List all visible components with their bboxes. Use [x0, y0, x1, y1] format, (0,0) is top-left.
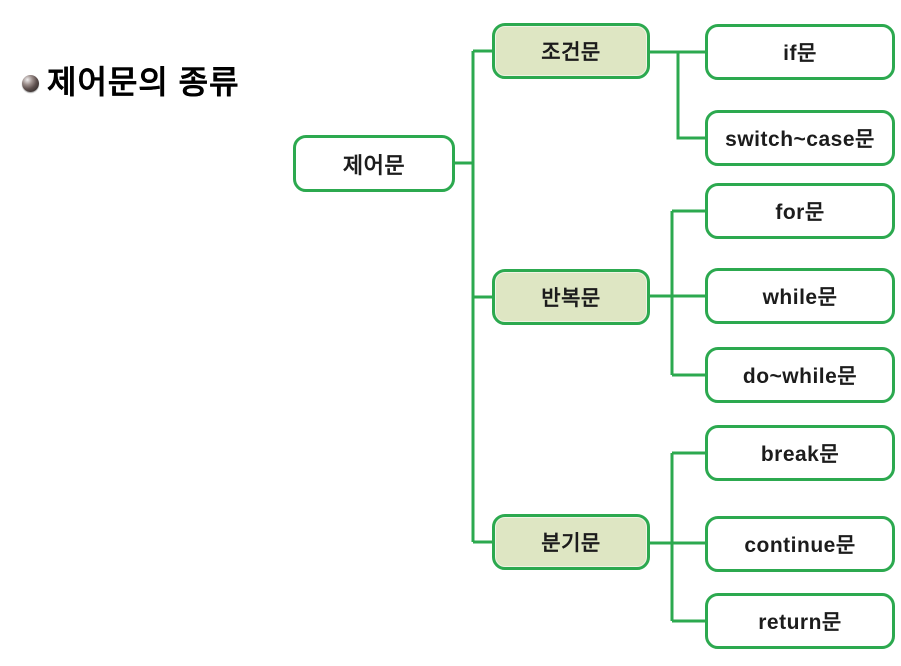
node-label: break문	[760, 443, 840, 466]
node-label: for문	[775, 201, 825, 224]
sphere-bullet-icon	[22, 75, 39, 92]
page-title-block: 제어문의 종류	[22, 64, 240, 101]
node-control-statement: 제어문	[293, 135, 455, 192]
connector-root-to-branches	[455, 49, 492, 544]
node-while: while문	[705, 268, 895, 324]
node-label: 조건문	[541, 41, 601, 64]
connector-conditional-group	[650, 50, 705, 140]
node-conditional: 조건문	[492, 23, 650, 79]
node-label: if문	[783, 42, 817, 65]
node-label: 분기문	[541, 532, 601, 555]
node-label: 반복문	[541, 287, 601, 310]
node-label: continue문	[744, 534, 856, 557]
node-label: while문	[762, 286, 838, 309]
node-branching: 분기문	[492, 514, 650, 570]
connector-loop-group	[650, 209, 705, 377]
node-continue: continue문	[705, 516, 895, 572]
node-for: for문	[705, 183, 895, 239]
node-do-while: do~while문	[705, 347, 895, 403]
node-label: return문	[758, 611, 842, 634]
node-loop: 반복문	[492, 269, 650, 325]
connector-branching-group	[650, 451, 705, 623]
node-break: break문	[705, 425, 895, 481]
node-if: if문	[705, 24, 895, 80]
node-label: switch~case문	[725, 128, 875, 151]
page-title: 제어문의 종류	[47, 64, 240, 100]
node-switch-case: switch~case문	[705, 110, 895, 166]
node-label: 제어문	[342, 152, 406, 178]
node-label: do~while문	[742, 365, 858, 388]
node-return: return문	[705, 593, 895, 649]
